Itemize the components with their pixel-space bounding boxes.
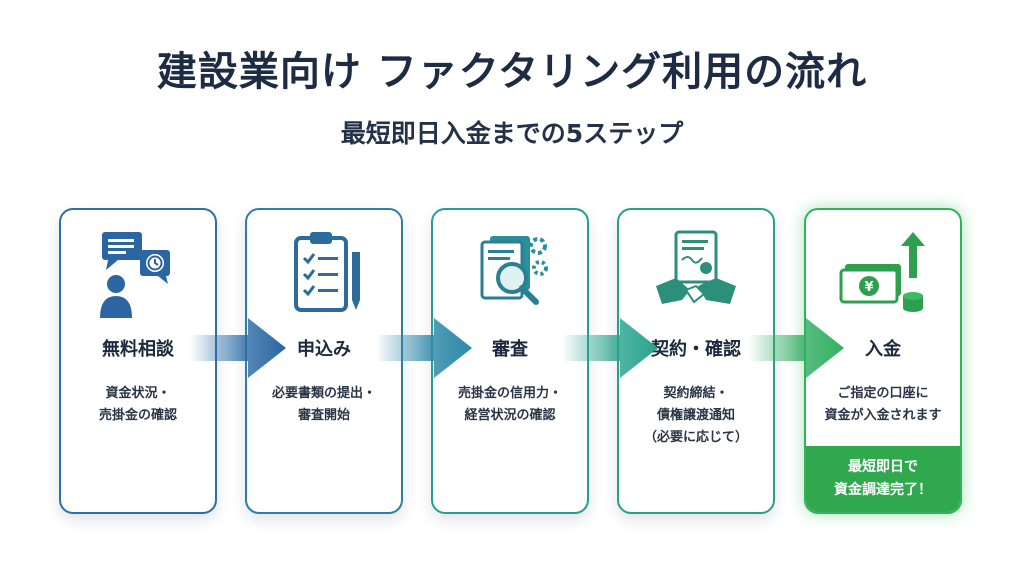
step-title: 入金 xyxy=(865,339,901,360)
step-description: ご指定の口座に 資金が入金されます xyxy=(824,386,942,423)
step-description: 契約締結・ 債権譲渡通知 （必要に応じて） xyxy=(643,386,748,445)
clipboard-checklist-icon xyxy=(294,232,360,312)
same-day-badge: 最短即日で 資金調達完了！ xyxy=(806,446,960,512)
document-search-icon xyxy=(480,236,548,305)
contract-handshake-icon xyxy=(656,230,736,304)
step-description: 売掛金の信用力・ 経営状況の確認 xyxy=(457,386,562,423)
step-card-deposit: ¥ 入金 ご指定の口座に 資金が入金されます 最短即日で 資金調達完了！ xyxy=(804,208,962,514)
step-arrow-3 xyxy=(562,318,658,378)
step-arrow-1 xyxy=(190,318,286,378)
step-arrow-2 xyxy=(376,318,472,378)
svg-text:¥: ¥ xyxy=(864,280,873,295)
page-subtitle: 最短即日入金までの5ステップ xyxy=(340,119,684,148)
page-title: 建設業向け ファクタリング利用の流れ xyxy=(156,49,868,95)
consultation-icon xyxy=(100,232,170,318)
step-arrow-4 xyxy=(748,318,844,378)
step-title: 申込み xyxy=(297,339,351,360)
yen-money-icon: ¥ xyxy=(839,232,925,312)
step-description: 資金状況・ 売掛金の確認 xyxy=(98,386,177,423)
step-description: 必要書類の提出・ 審査開始 xyxy=(271,386,376,423)
step-title: 契約・確認 xyxy=(651,339,741,360)
step-title: 審査 xyxy=(492,339,528,360)
step-title: 無料相談 xyxy=(102,339,174,360)
